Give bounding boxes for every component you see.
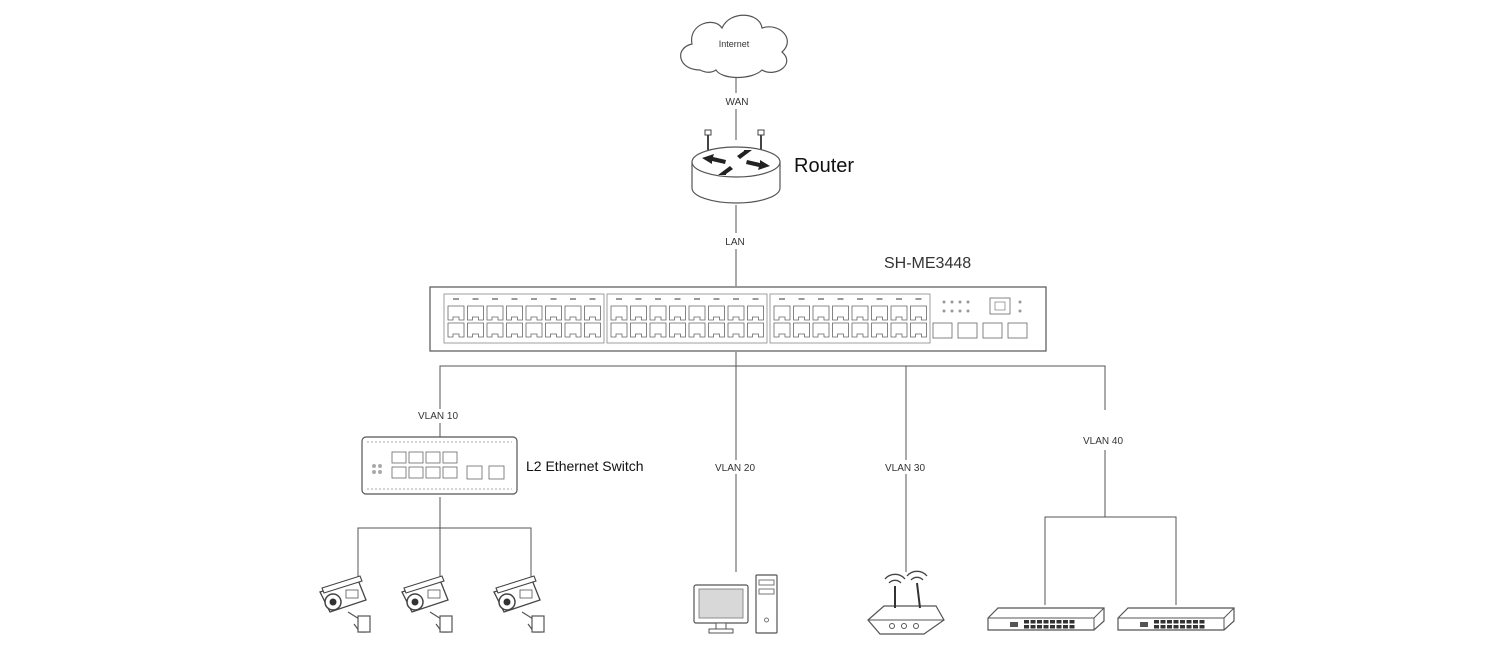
- desktop-computer-icon: [693, 574, 778, 634]
- wireless-router-icon: [867, 570, 945, 635]
- vlan-bus: [439, 365, 1106, 440]
- network-switch-icon: [987, 607, 1105, 631]
- rj45-port: [467, 305, 484, 321]
- vlan-40-label: VLAN 40: [1083, 436, 1123, 447]
- rj45-port: [910, 305, 927, 321]
- internet-label: Internet: [719, 39, 750, 49]
- sfp-ports: [932, 322, 1028, 339]
- status-leds: [942, 300, 1022, 313]
- vlan-30-label: VLAN 30: [885, 463, 925, 474]
- rj45-port: [564, 322, 582, 338]
- vlan40-branch: [1044, 516, 1177, 605]
- rj45-port: [793, 305, 810, 321]
- rj45-port: [890, 305, 908, 321]
- rj45-port: [747, 322, 764, 338]
- rj45-port: [669, 322, 686, 338]
- rj45-port: [630, 322, 647, 338]
- rj45-port: [793, 322, 810, 338]
- rj45-port: [727, 305, 745, 321]
- core-switch-icon: [429, 286, 1047, 352]
- rj45-port: [708, 322, 725, 338]
- rj45-port: [773, 322, 791, 338]
- rj45-port: [447, 322, 465, 338]
- rj45-port: [871, 305, 888, 321]
- rj45-port: [669, 305, 686, 321]
- rj45-port: [649, 322, 667, 338]
- network-switches: [987, 607, 1235, 631]
- rj45-port: [506, 322, 523, 338]
- rj45-port: [812, 305, 830, 321]
- rj45-port: [610, 322, 628, 338]
- rj45-port: [442, 451, 458, 464]
- lan-label: LAN: [725, 237, 744, 248]
- rj45-port: [649, 305, 667, 321]
- rj45-port: [851, 322, 869, 338]
- core-switch-label: SH-ME3448: [884, 255, 971, 272]
- l2-switch-ports: [391, 451, 458, 479]
- cctv-camera-icon: [401, 575, 453, 633]
- vlan-20-label: VLAN 20: [715, 463, 755, 474]
- rj45-port: [832, 322, 849, 338]
- core-switch-ports: [447, 298, 927, 338]
- rj45-port: [408, 466, 424, 479]
- rj45-port: [391, 451, 407, 464]
- rj45-port: [425, 466, 441, 479]
- router-label: Router: [794, 155, 854, 177]
- rj45-port: [545, 305, 562, 321]
- rj45-port: [610, 305, 628, 321]
- rj45-port: [486, 322, 504, 338]
- rj45-port: [447, 305, 465, 321]
- rj45-port: [910, 322, 927, 338]
- rj45-port: [545, 322, 562, 338]
- rj45-port: [727, 322, 745, 338]
- rj45-port: [688, 322, 706, 338]
- rj45-port: [525, 305, 543, 321]
- rj45-port: [890, 322, 908, 338]
- cloud-icon: Internet: [680, 14, 788, 79]
- rj45-port: [688, 305, 706, 321]
- rj45-port: [773, 305, 791, 321]
- router-icon: [691, 129, 781, 204]
- rj45-port: [630, 305, 647, 321]
- rj45-port: [708, 305, 725, 321]
- rj45-port: [391, 466, 407, 479]
- l2-switch-icon: [361, 436, 518, 495]
- network-switch-icon: [1117, 607, 1235, 631]
- rj45-port: [442, 466, 458, 479]
- rj45-port: [506, 305, 523, 321]
- rj45-port: [851, 305, 869, 321]
- rj45-port: [564, 305, 582, 321]
- vlan-10-label: VLAN 10: [418, 411, 458, 422]
- rj45-port: [408, 451, 424, 464]
- rj45-port: [425, 451, 441, 464]
- l2-switch-label: L2 Ethernet Switch: [526, 458, 644, 474]
- rj45-port: [467, 322, 484, 338]
- rj45-port: [525, 322, 543, 338]
- rj45-port: [486, 305, 504, 321]
- cameras: [319, 575, 545, 633]
- rj45-port: [871, 322, 888, 338]
- cctv-camera-icon: [319, 575, 371, 633]
- rj45-port: [747, 305, 764, 321]
- wan-label: WAN: [726, 97, 749, 108]
- rj45-port: [832, 305, 849, 321]
- rj45-port: [584, 305, 601, 321]
- rj45-port: [584, 322, 601, 338]
- cctv-camera-icon: [493, 575, 545, 633]
- rj45-port: [812, 322, 830, 338]
- camera-branch: [357, 527, 532, 578]
